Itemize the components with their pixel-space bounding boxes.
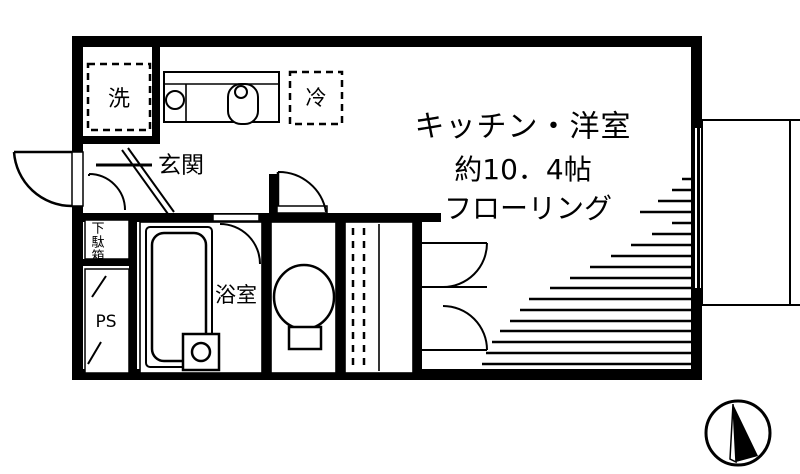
shoe-cabinet-label-2: 駄 xyxy=(91,236,104,251)
main-room-size-label: 約10．4帖 xyxy=(454,153,591,186)
main-room-floor-label: フローリング xyxy=(444,192,612,225)
bathroom-label: 浴室 xyxy=(215,283,257,307)
toilet-room xyxy=(270,170,337,374)
entrance-door xyxy=(12,150,84,208)
entrance-hall: 玄関 xyxy=(88,147,204,215)
refrigerator-space-label: 冷 xyxy=(306,86,327,110)
shoe-cabinet-label-3: 箱 xyxy=(91,249,104,265)
pipe-shaft: PS xyxy=(84,268,130,374)
bathroom-door xyxy=(212,213,261,265)
bathtub-icon xyxy=(145,226,213,368)
interior-walls xyxy=(83,47,441,380)
north-arrow-icon xyxy=(704,399,772,467)
sliding-glass-door xyxy=(691,128,700,288)
kitchen-sink-icon xyxy=(227,83,259,125)
washer-space: 洗 xyxy=(86,62,152,132)
washbasin-icon xyxy=(181,332,221,372)
washer-space-label: 洗 xyxy=(108,87,130,112)
stove-burner-icon xyxy=(165,90,185,110)
toilet-icon xyxy=(272,263,336,351)
main-room-labels: キッチン・洋室 約10．4帖 フローリング xyxy=(415,110,632,226)
bathroom: 浴室 xyxy=(139,213,263,374)
refrigerator-space: 冷 xyxy=(288,70,344,126)
exterior-walls xyxy=(72,36,702,380)
closet xyxy=(344,221,488,374)
toilet-door xyxy=(276,170,328,214)
kitchen-counter xyxy=(163,71,280,125)
balcony xyxy=(701,119,800,306)
main-room-name-label: キッチン・洋室 xyxy=(415,110,632,145)
shoe-cabinet: 下 駄 箱 xyxy=(84,219,130,265)
shoe-cabinet-label-1: 下 xyxy=(91,222,104,237)
pipe-shaft-label: PS xyxy=(95,312,116,332)
closet-doors xyxy=(422,242,488,351)
window-opening-hatch xyxy=(482,177,691,366)
entrance-label: 玄関 xyxy=(158,153,204,179)
